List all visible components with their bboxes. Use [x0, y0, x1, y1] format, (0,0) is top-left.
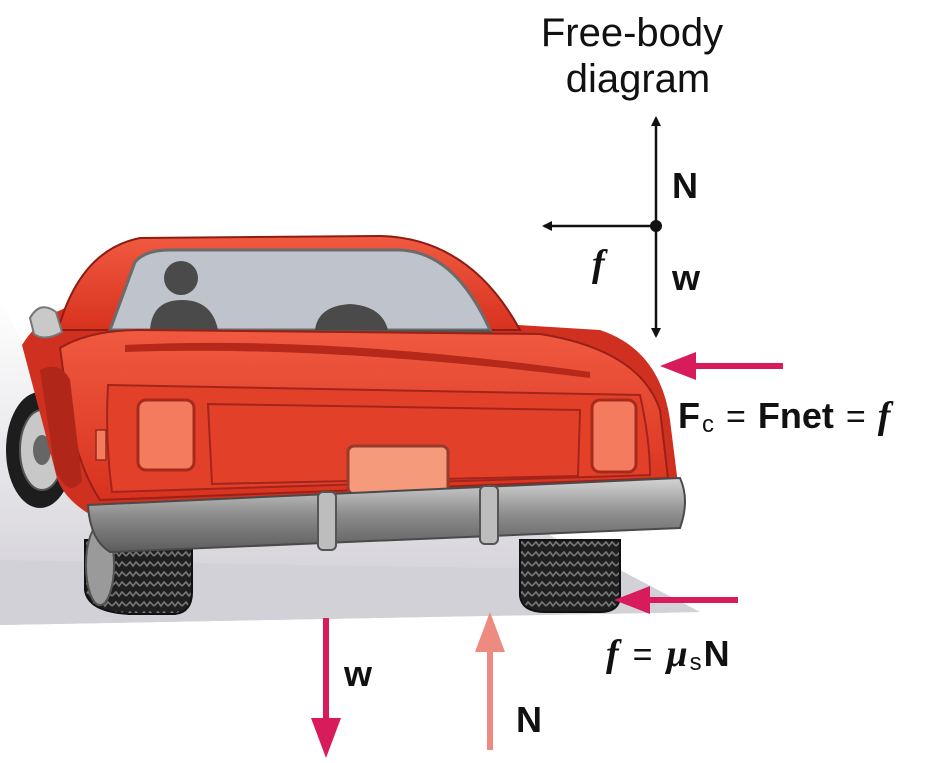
centripetal-force: Fc = Fnet = f [660, 352, 894, 438]
left-tail-light [136, 398, 196, 472]
fc-subscript: c [702, 411, 714, 438]
ground-weight-label: w [343, 653, 373, 694]
fbd-friction-label: f [592, 243, 608, 285]
fbd-point [650, 220, 662, 232]
friction-equals: = [633, 636, 653, 674]
friction-arrow-head [614, 586, 650, 614]
centripetal-arrow-head [660, 352, 696, 380]
friction-equation: f = μsN [606, 633, 730, 676]
ground-normal-label: N [516, 699, 542, 740]
right-wheel [519, 539, 621, 613]
normal-arrow-head [475, 612, 505, 652]
right-tail-light [590, 398, 638, 474]
fnet-term: Fnet [758, 395, 834, 436]
equals-2: = [846, 398, 866, 436]
fbd-title-line1: Free-body [541, 11, 723, 55]
red-car [6, 234, 686, 615]
fbd-weight-label: w [671, 257, 701, 298]
fbd-normal-label: N [672, 165, 698, 206]
rear-bumper [86, 476, 686, 554]
side-mirror [28, 306, 64, 339]
free-body-diagram: Free-body diagram N w f [541, 11, 723, 338]
equals-1: = [726, 398, 746, 436]
weight-arrow-head [311, 718, 341, 758]
normal-symbol: N [704, 633, 730, 674]
ground-forces: w N [311, 612, 542, 758]
mu-symbol: μ [665, 633, 688, 675]
fc-symbol: F [678, 395, 700, 436]
license-plate [346, 444, 450, 496]
mu-subscript: s [690, 649, 702, 676]
fbd-title-line2: diagram [566, 57, 711, 101]
friction-symbol: f [606, 633, 622, 675]
friction-force: f = μsN [606, 586, 738, 676]
friction-term: f [878, 395, 894, 437]
centripetal-equation: Fc = Fnet = f [678, 395, 894, 438]
